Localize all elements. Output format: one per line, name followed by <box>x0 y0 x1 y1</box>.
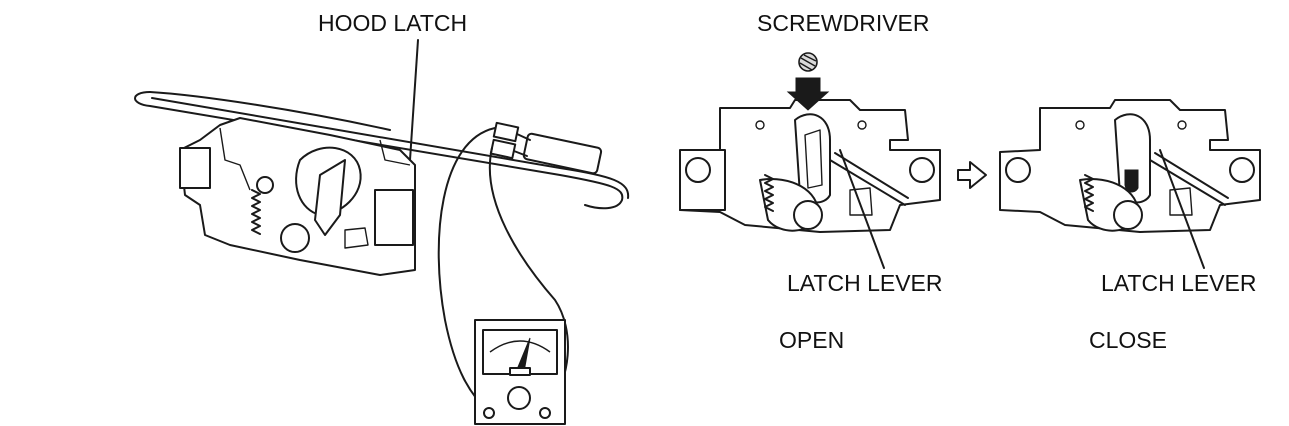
mounting-tab-left <box>179 147 211 189</box>
hood-latch-label: HOOD LATCH <box>318 10 468 36</box>
hood-latch-assembly <box>134 39 630 276</box>
latch-base-bracket <box>179 117 416 276</box>
mounting-tab-right <box>374 189 414 246</box>
close-state-label: CLOSE <box>1089 327 1167 353</box>
probe-wire-left <box>437 127 496 414</box>
probe-clip-bottom <box>489 138 517 160</box>
probe-clip-top <box>492 121 520 143</box>
hood-release-cable <box>134 91 624 210</box>
latch-switch-connector <box>522 132 603 175</box>
latch-open-view <box>679 52 941 269</box>
latch-lever-close-label: LATCH LEVER <box>1101 270 1257 296</box>
multimeter-knob <box>507 386 531 410</box>
latch-lever-leader-open <box>839 149 885 269</box>
latch-lever-leader-close <box>1159 149 1205 269</box>
multimeter <box>437 127 569 425</box>
latch-lever-open-label: LATCH LEVER <box>787 270 943 296</box>
open-state-label: OPEN <box>779 327 845 353</box>
multimeter-terminal-right <box>539 407 551 419</box>
latch-pivot <box>280 223 310 253</box>
multimeter-terminal-left <box>483 407 495 419</box>
down-arrow-icon <box>786 77 830 111</box>
hollow-right-arrow-icon <box>957 161 987 189</box>
hood-latch-leader-line <box>409 39 419 161</box>
latch-close-view <box>999 99 1261 269</box>
screwdriver-label: SCREWDRIVER <box>757 10 930 36</box>
latch-spring <box>251 189 261 235</box>
